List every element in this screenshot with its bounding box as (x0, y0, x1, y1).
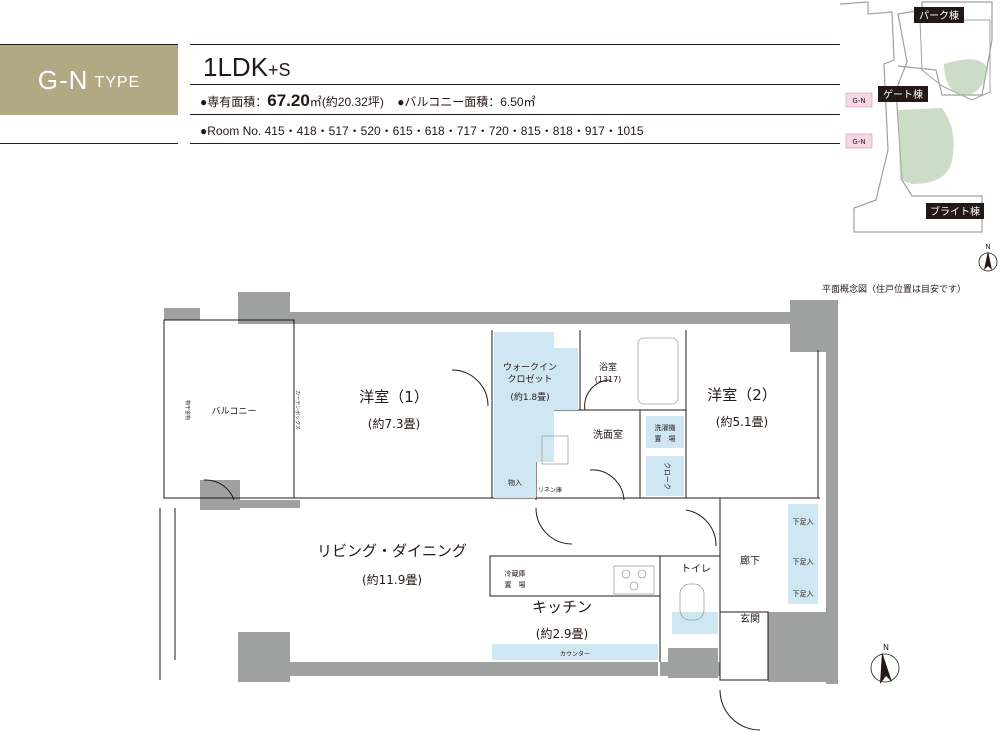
closet-label: クローク (663, 462, 671, 490)
divider (190, 44, 840, 45)
fixtures (541, 337, 705, 621)
keymap-note: 平面概念図（住戸位置は目安です） (822, 285, 967, 295)
bright-building-label-bg (926, 203, 984, 219)
plan-name: 1LDK+S (203, 52, 291, 83)
area-unit: ㎡ (309, 95, 322, 109)
curtain-box-label: カーテンボックス (294, 390, 301, 430)
area-value: 67.20 (267, 91, 310, 110)
toilet-name: トイレ (681, 564, 711, 575)
type-badge: G-N TYPE (0, 45, 178, 115)
western1-name: 洋室（1） (359, 388, 429, 406)
counter-label: カウンター (560, 650, 590, 658)
walkin-size: (約1.8畳) (510, 391, 549, 403)
bright-building-label: ブライト棟 (930, 205, 980, 218)
gate-building-label: ゲート棟 (883, 88, 923, 101)
kitchen-name: キッチン (532, 598, 592, 616)
fridge-label-1: 冷蔵庫 (505, 569, 526, 578)
room-numbers: ●Room No. 415・418・517・520・615・618・717・72… (200, 124, 644, 138)
western2-name: 洋室（2） (707, 386, 777, 404)
divider (190, 84, 840, 85)
living-name: リビング・ダイニング (317, 542, 467, 560)
park-building-label-bg (914, 7, 964, 23)
laundry-label-2: 置 場 (655, 434, 676, 443)
park-building-outline (919, 19, 991, 101)
balcony-area-value: 6.50㎡ (500, 95, 536, 109)
linen-label: リネン庫 (538, 486, 562, 494)
interior-lines (159, 319, 820, 731)
type-badge-suffix: TYPE (94, 74, 141, 91)
divider (190, 143, 840, 144)
shoe-label-2: 下足入 (793, 558, 814, 566)
park-building-label: パーク棟 (919, 9, 959, 22)
area-tsubo: (約20.32坪) (321, 95, 384, 109)
storage-label: 物入 (508, 478, 522, 487)
gate-garden (898, 108, 954, 184)
park-garden (944, 59, 988, 96)
keymap: パーク棟 ゲート棟 ブライト棟 G-N G-N (839, 1, 993, 233)
walkin-line1: ウォークイン (503, 362, 557, 373)
north-label: N (883, 643, 889, 652)
unit-tag-1-bg (845, 92, 873, 108)
shoe-label-1: 下足入 (793, 518, 814, 526)
gate-building-label-bg (878, 86, 928, 102)
western2-size: (約5.1畳) (716, 414, 768, 429)
balcony-name: バルコニー (212, 406, 257, 417)
divider (190, 114, 840, 115)
plan-name-main: 1LDK (203, 52, 269, 82)
storage-fills (492, 332, 818, 660)
shoe-label-3: 下足入 (793, 590, 814, 598)
walls (164, 292, 838, 684)
keymap-north-label: N (985, 243, 990, 251)
plan-name-suffix: +S (268, 60, 291, 80)
laundry-label-1: 洗濯機 (655, 423, 676, 432)
unit-box-label: 物干金物 (184, 400, 191, 420)
living-size: (約11.9畳) (362, 572, 422, 587)
keymap-north-icon: N (978, 243, 998, 272)
area-info: ●専有面積：67.20㎡(約20.32坪) ●バルコニー面積：6.50㎡ (200, 91, 536, 111)
fridge-label-2: 置 場 (505, 580, 526, 589)
north-arrow-icon: N (870, 643, 900, 684)
unit-tag-1: G-N (852, 97, 865, 105)
unit-tag-2-bg (845, 133, 873, 149)
bath-size: (1317) (595, 375, 622, 384)
entrance-name: 玄関 (740, 612, 760, 625)
divider (0, 44, 178, 45)
western1-size: (約7.3畳) (368, 416, 420, 431)
washroom-name: 洗面室 (593, 428, 623, 441)
keymap-outline (839, 1, 993, 233)
unit-tag-2: G-N (852, 138, 865, 146)
walkin-line2: クロゼット (507, 373, 552, 385)
kitchen-size: (約2.9畳) (536, 626, 588, 641)
bath-name: 浴室 (599, 361, 617, 373)
area-label: ●専有面積： (200, 95, 268, 109)
balcony-area-label: ●バルコニー面積： (397, 95, 501, 109)
hallway-name: 廊下 (740, 554, 760, 567)
divider (0, 143, 178, 144)
type-badge-main: G-N (37, 64, 89, 95)
